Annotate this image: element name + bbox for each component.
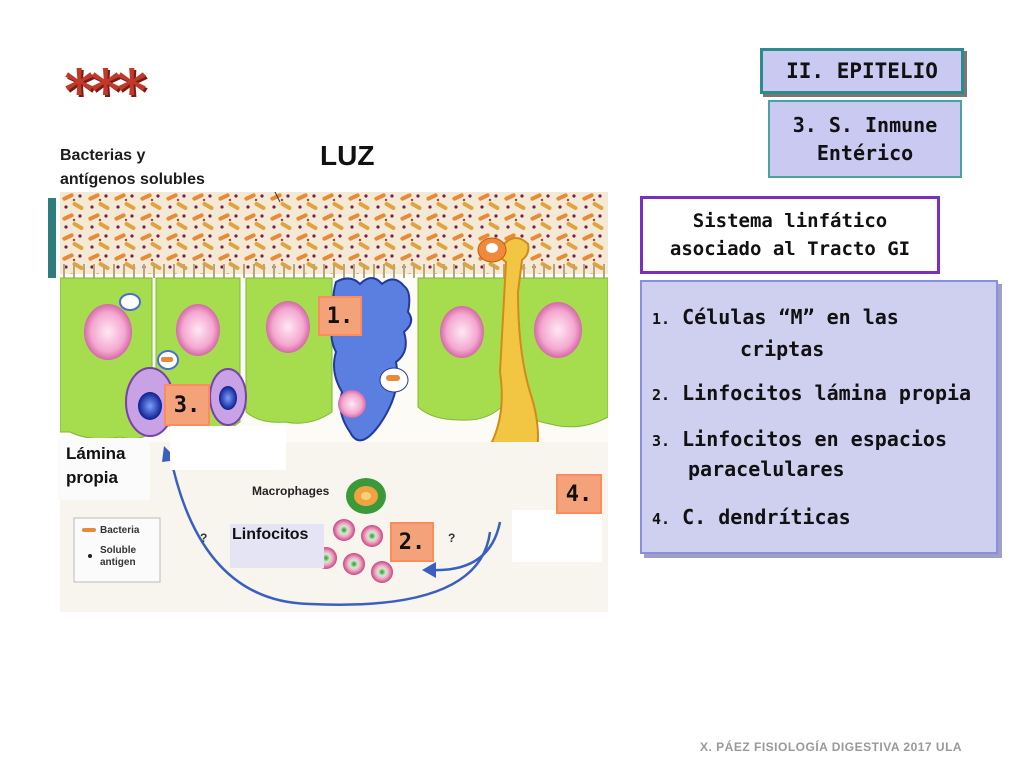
sistema-linfatico-box: Sistema linfático asociado al Tracto GI [640,196,940,274]
list-item-3: 3. Linfocitos en espacios [652,424,947,456]
list-item-3-continued: paracelulares [688,457,845,481]
stars-decoration: *** [64,57,147,125]
list-item-4-number: 4. [652,510,671,528]
subsection-title-box: 3. S. Inmune Entérico [768,100,962,178]
marker-1: 1. [318,296,362,336]
macrophages-label: Macrophages [252,484,330,498]
marker-2: 2. [390,522,434,562]
question-mark-right: ? [448,531,455,545]
teal-accent-bar [48,198,56,278]
marker-3: 3. [164,384,210,426]
list-item-2: 2. Linfocitos lámina propia [652,378,971,410]
list-item-3-text: Linfocitos en espacios [682,427,948,451]
list-item-2-number: 2. [652,386,671,404]
lamina-line1: Lámina [66,444,126,463]
section-title: II. EPITELIO [786,59,938,83]
list-item-4-text: C. dendríticas [682,505,851,529]
components-list-box: 1. Células “M” en las criptas 2. Linfoci… [640,280,998,554]
lamina-propia-label: Lámina propia [58,438,150,500]
blank-overlay-left [170,426,286,470]
sistema-line1: Sistema linfático [692,210,888,232]
list-item-2-text: Linfocitos lámina propia [682,381,972,405]
marker-4: 4. [556,474,602,514]
list-item-1-text: Células “M” en las [682,305,899,329]
legend-bacteria-text: Bacteria [100,525,140,536]
lamina-line2: propia [66,468,118,487]
legend-soluble-text-line1: Soluble [100,545,137,556]
bacteria-antigen-label: Bacterias y antígenos solubles [60,144,205,192]
legend-soluble-text-line2: antigen [100,557,136,568]
question-mark-left: ? [200,531,207,545]
lumen-label: LUZ [320,140,375,171]
subsection-title-line1: 3. S. Inmune [792,113,938,137]
section-title-box: II. EPITELIO [760,48,964,94]
list-item-3-number: 3. [652,432,671,450]
linfocitos-label: Linfocitos [230,524,324,568]
list-item-1-continued: criptas [740,337,825,361]
list-item-1-number: 1. [652,310,671,328]
sistema-line2: asociado al Tracto GI [669,238,911,260]
bacteria-label-line2: antígenos solubles [60,171,205,188]
footer-credit: X. PÁEZ FISIOLOGÍA DIGESTIVA 2017 ULA [700,740,963,754]
bacteria-label-line1: Bacterias y [60,147,146,164]
subsection-title-line2: Entérico [816,141,914,165]
list-item-4: 4. C. dendríticas [652,502,851,534]
list-item-1: 1. Células “M” en las [652,302,899,334]
blank-overlay-right [512,510,602,562]
